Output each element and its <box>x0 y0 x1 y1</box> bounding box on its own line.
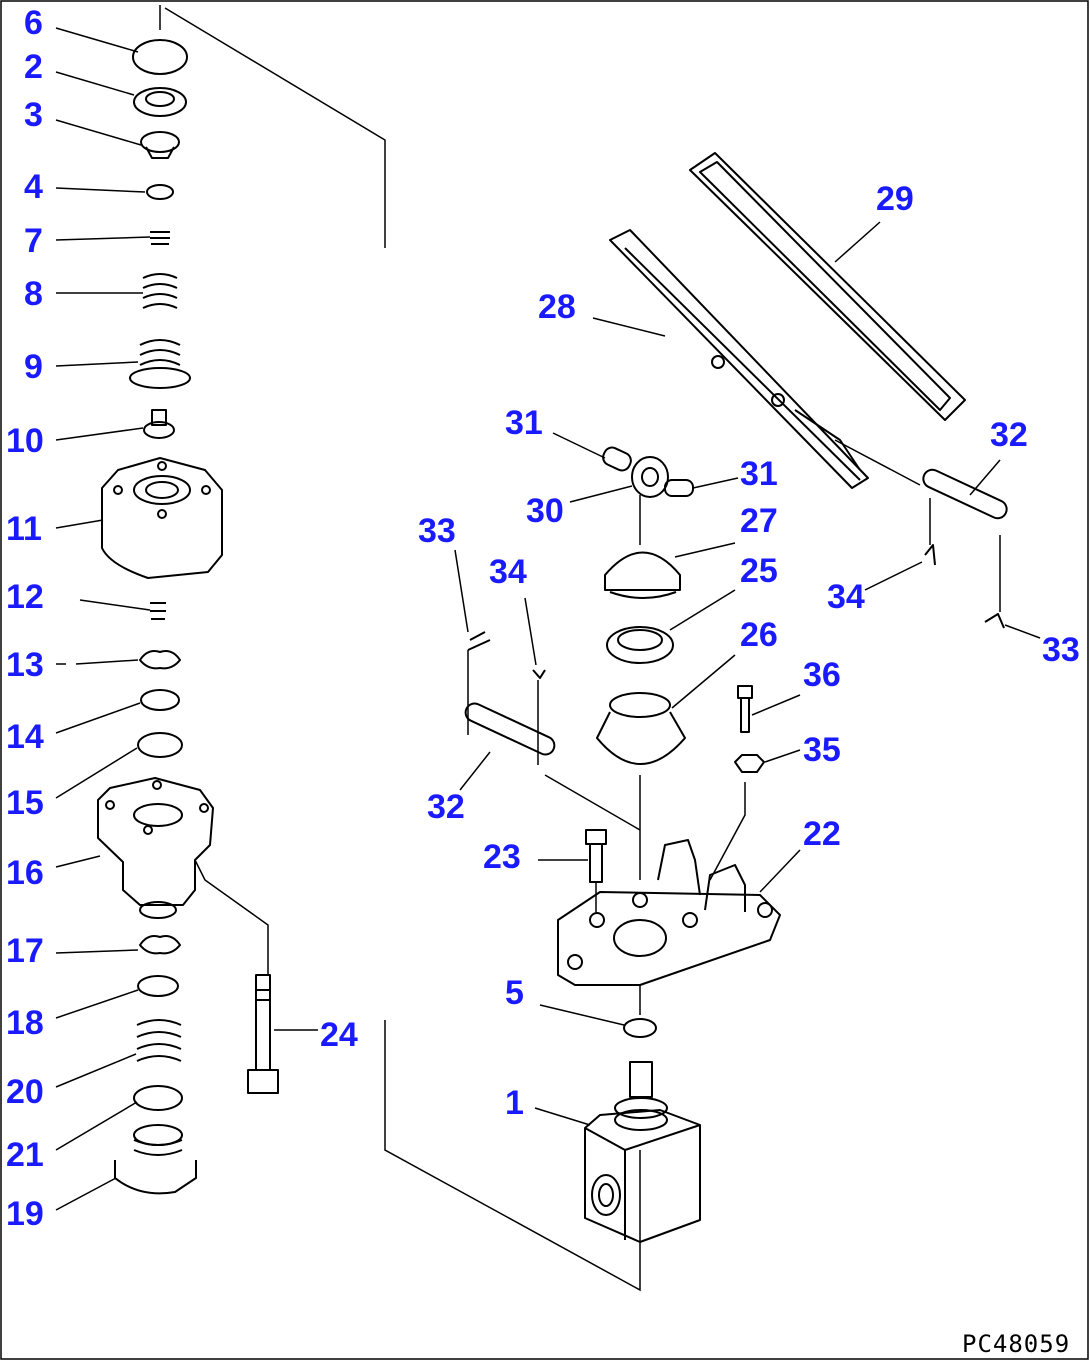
part-34-clip-left <box>532 669 546 679</box>
part-3-seal <box>140 131 180 159</box>
callout-27: 27 <box>740 502 778 540</box>
part-15-disc <box>137 732 183 758</box>
part-31-pin-right <box>664 479 694 497</box>
part-8-spring <box>142 273 178 309</box>
part-12-spring <box>150 602 166 620</box>
part-10-piston <box>143 409 175 439</box>
callout-29: 29 <box>876 180 914 218</box>
callout-28: 28 <box>538 288 576 326</box>
part-17-retainer <box>139 935 181 955</box>
drawing-code: PC48059 <box>962 1330 1070 1358</box>
callout-17: 17 <box>6 932 44 970</box>
callout-34-left: 34 <box>489 553 527 591</box>
callout-31-top: 31 <box>505 404 543 442</box>
callout-33-left: 33 <box>418 512 456 550</box>
part-16-valve-body <box>97 777 269 975</box>
part-29-pedal <box>689 152 966 421</box>
callout-1: 1 <box>505 1084 524 1122</box>
callout-10: 10 <box>6 422 44 460</box>
callout-19: 19 <box>6 1195 44 1233</box>
callout-20: 20 <box>6 1073 44 1111</box>
callout-11: 11 <box>6 510 42 548</box>
part-13-retainer <box>139 650 181 670</box>
part-23-bolt <box>585 829 607 883</box>
callout-32-right: 32 <box>990 416 1028 454</box>
callout-32-left: 32 <box>427 788 465 826</box>
callout-36: 36 <box>803 656 841 694</box>
part-26-cover <box>596 692 686 765</box>
callout-34-right: 34 <box>827 578 865 616</box>
assembly-center-lines <box>467 439 1001 1015</box>
part-2-seal <box>133 87 187 117</box>
callout-3: 3 <box>24 96 43 134</box>
callout-23: 23 <box>483 838 521 876</box>
callout-5: 5 <box>505 974 524 1012</box>
callout-31-right: 31 <box>740 455 778 493</box>
part-32-pin-right <box>922 468 1008 520</box>
part-25-ring <box>606 626 674 664</box>
callout-35: 35 <box>803 731 841 769</box>
part-21-disc <box>133 1085 183 1111</box>
callout-30: 30 <box>526 492 564 530</box>
part-11-body <box>101 457 223 579</box>
callout-21: 21 <box>6 1136 44 1174</box>
callout-leader-lines <box>55 27 1041 1211</box>
callout-8: 8 <box>24 275 43 313</box>
callout-13: 13 <box>6 646 44 684</box>
callout-22: 22 <box>803 815 841 853</box>
callout-24: 24 <box>320 1016 358 1054</box>
part-14-ring <box>140 689 180 711</box>
part-6-cap <box>132 39 188 75</box>
part-32-pin-left <box>464 702 556 756</box>
part-27-boot <box>604 551 681 599</box>
part-20-spring <box>136 1019 182 1062</box>
part-36-bolt <box>737 685 753 733</box>
callout-33-right: 33 <box>1042 631 1080 669</box>
part-24-bolt <box>247 974 279 1094</box>
part-33-cotter-left <box>467 631 491 651</box>
callout-2: 2 <box>24 48 43 86</box>
callout-26: 26 <box>740 616 778 654</box>
part-31-pin-left <box>602 446 632 472</box>
callout-numbers: 6 2 3 4 7 8 9 10 11 12 13 14 15 16 17 18… <box>6 4 1080 1233</box>
callout-25: 25 <box>740 552 778 590</box>
part-28-lever <box>609 229 869 489</box>
callout-14: 14 <box>6 718 44 756</box>
callout-12: 12 <box>6 578 44 616</box>
part-5-oring <box>623 1018 657 1038</box>
part-30-block <box>631 456 669 498</box>
callout-16: 16 <box>6 854 44 892</box>
assembly-bracket-lines <box>159 5 641 1292</box>
callout-4: 4 <box>24 168 43 206</box>
part-35-nut <box>734 754 765 773</box>
part-1-valve <box>584 1061 701 1243</box>
part-18-ring <box>137 975 179 997</box>
callout-15: 15 <box>6 784 44 822</box>
callout-9: 9 <box>24 348 43 386</box>
part-7-spring <box>150 231 170 245</box>
callout-6: 6 <box>24 4 43 42</box>
part-4-ring <box>146 184 174 200</box>
part-34-clip-right <box>924 544 936 566</box>
callout-7: 7 <box>24 222 43 260</box>
part-19-plug <box>114 1124 197 1195</box>
part-22-bracket <box>557 839 781 986</box>
part-33-cotter-right <box>984 613 1005 629</box>
part-9-retainer-spring <box>129 339 191 389</box>
callout-18: 18 <box>6 1004 44 1042</box>
